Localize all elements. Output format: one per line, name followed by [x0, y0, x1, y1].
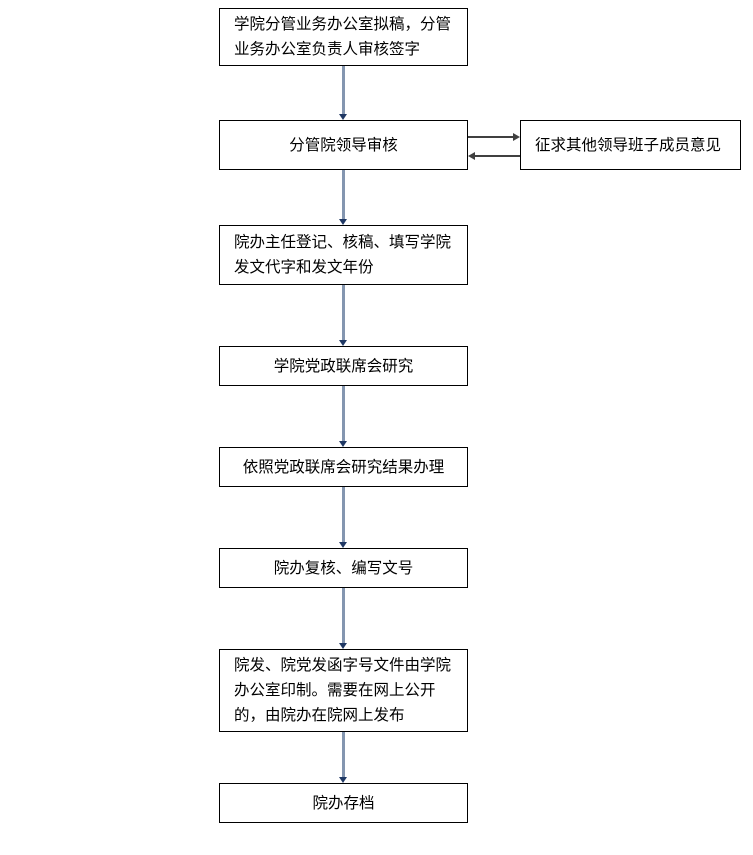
connector-leader-to-consult — [468, 136, 513, 138]
connector-shaft — [342, 588, 345, 643]
connector-consult-to-leader — [475, 155, 520, 157]
connector-shaft — [342, 732, 345, 777]
arrowhead-down-icon — [339, 114, 347, 120]
connector-meeting-to-handle — [339, 386, 347, 447]
arrowhead-down-icon — [339, 542, 347, 548]
connector-handle-to-recheck — [339, 487, 347, 548]
connector-leader-to-register — [339, 170, 347, 225]
flow-node-register-label: 院办主任登记、核稿、填写学院 发文代字和发文年份 — [234, 234, 452, 276]
connector-shaft — [342, 386, 345, 441]
flow-node-print-publish[interactable]: 院发、院党发函字号文件由学院 办公室印制。需要在网上公开 的，由院办在院网上发布 — [219, 649, 468, 732]
flow-node-leader-review[interactable]: 分管院领导审核 — [219, 120, 468, 170]
arrowhead-right-icon — [513, 133, 520, 141]
flow-node-draft[interactable]: 学院分管业务办公室拟稿，分管 业务办公室负责人审核签字 — [219, 8, 468, 66]
connector-shaft — [342, 487, 345, 542]
flow-node-recheck[interactable]: 院办复核、编写文号 — [219, 548, 468, 588]
connector-register-to-meeting — [339, 285, 347, 346]
flow-node-joint-meeting[interactable]: 学院党政联席会研究 — [219, 346, 468, 386]
arrowhead-down-icon — [339, 643, 347, 649]
connector-shaft — [342, 66, 345, 114]
flow-node-archive-label: 院办存档 — [312, 794, 375, 812]
connector-print-to-archive — [339, 732, 347, 783]
flow-node-recheck-label: 院办复核、编写文号 — [273, 559, 414, 577]
arrowhead-down-icon — [339, 777, 347, 783]
flow-node-consult-opinions[interactable]: 征求其他领导班子成员意见 — [520, 120, 741, 170]
flow-node-draft-label: 学院分管业务办公室拟稿，分管 业务办公室负责人审核签字 — [234, 16, 452, 58]
arrowhead-down-icon — [339, 219, 347, 225]
arrowhead-down-icon — [339, 340, 347, 346]
connector-draft-to-leader — [339, 66, 347, 120]
connector-shaft — [342, 285, 345, 340]
flow-node-consult-opinions-label: 征求其他领导班子成员意见 — [535, 136, 722, 154]
flow-node-archive[interactable]: 院办存档 — [219, 783, 468, 823]
connector-recheck-to-print — [339, 588, 347, 649]
flow-node-register[interactable]: 院办主任登记、核稿、填写学院 发文代字和发文年份 — [219, 225, 468, 285]
connector-shaft — [342, 170, 345, 219]
arrowhead-left-icon — [468, 152, 475, 160]
flow-node-handle-result[interactable]: 依照党政联席会研究结果办理 — [219, 447, 468, 487]
flow-node-print-publish-label: 院发、院党发函字号文件由学院 办公室印制。需要在网上公开 的，由院办在院网上发布 — [234, 657, 452, 724]
flow-node-joint-meeting-label: 学院党政联席会研究 — [273, 357, 414, 375]
flow-node-leader-review-label: 分管院领导审核 — [289, 136, 398, 154]
arrowhead-down-icon — [339, 441, 347, 447]
flow-node-handle-result-label: 依照党政联席会研究结果办理 — [242, 458, 445, 476]
